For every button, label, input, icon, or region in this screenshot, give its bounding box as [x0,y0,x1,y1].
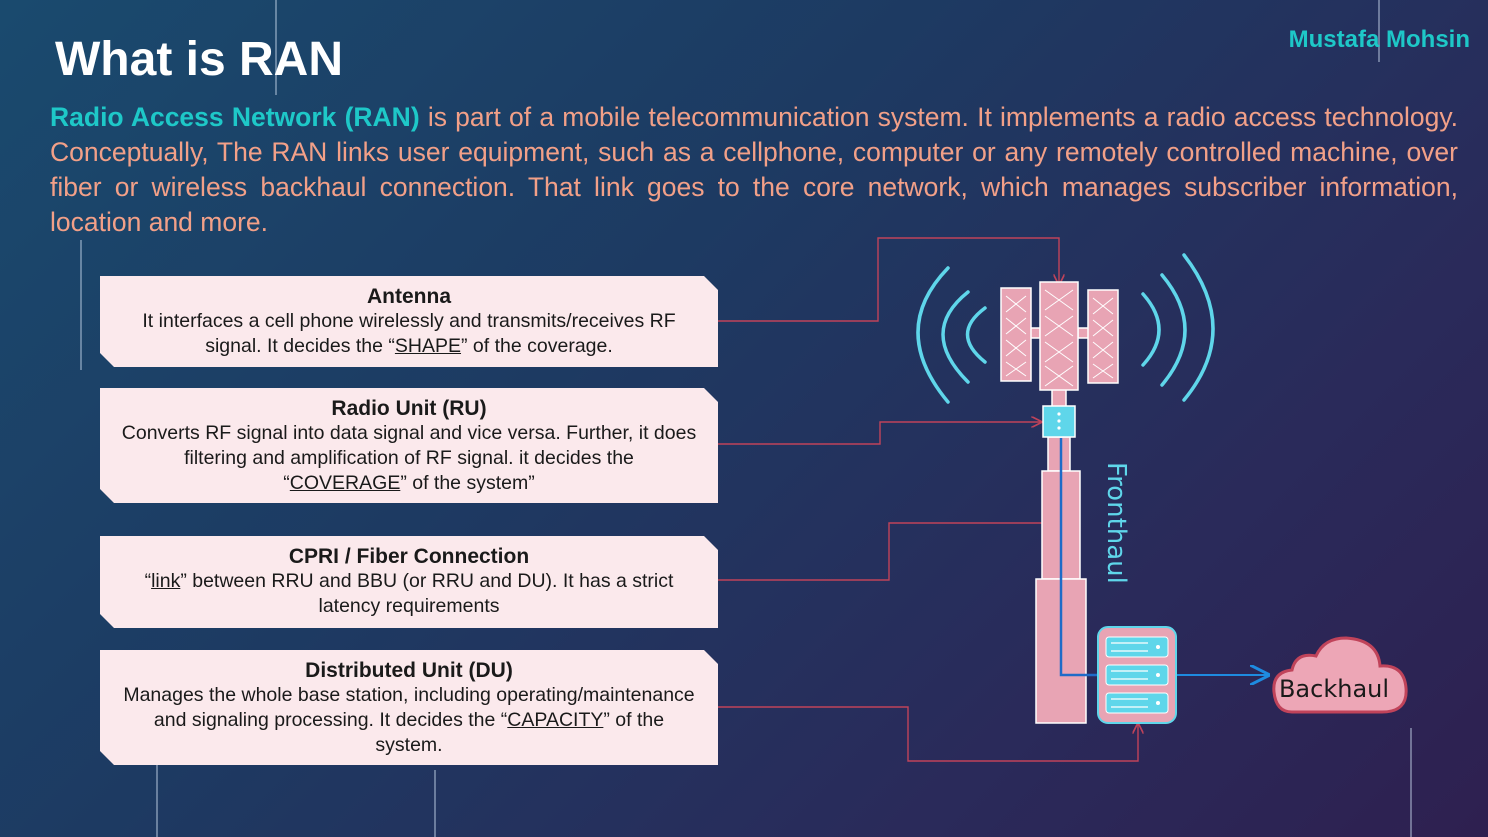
decor-line [1378,0,1380,62]
card-text: It interfaces a cell phone wirelessly an… [142,310,676,357]
decor-line [156,760,158,837]
decor-line [434,770,436,837]
intro-text: is part of a mobile telecommunication sy… [50,102,1458,237]
card-cpri: CPRI / Fiber Connection “link” between R… [100,536,718,628]
connector-cpri [718,523,1060,581]
card-body: Converts RF signal into data signal and … [100,421,718,496]
antenna-panel-icon [1039,281,1079,391]
card-keyword: SHAPE [394,335,462,357]
card-title: Radio Unit (RU) [331,397,487,420]
card-body: “link” between RRU and BBU (or RRU and D… [100,569,718,619]
card-text: “ [144,570,152,592]
card-text: ” of the system. [375,709,665,756]
intro-paragraph: Radio Access Network (RAN) is part of a … [50,100,1458,240]
decor-line [1410,728,1412,837]
fiber-line [1059,438,1100,677]
cloud-icon [1272,636,1408,714]
card-title: CPRI / Fiber Connection [288,545,530,568]
connector-antenna [718,237,1059,322]
intro-highlight: Radio Access Network (RAN) [50,102,420,132]
card-antenna: Antenna It interfaces a cell phone wirel… [100,276,718,367]
card-keyword: CAPACITY [507,709,604,731]
card-body: Manages the whole base station, includin… [100,683,718,758]
signal-wave-icon [916,253,1215,404]
card-radio-unit: Radio Unit (RU) Converts RF signal into … [100,388,718,503]
page-title: What is RAN [55,33,343,86]
card-keyword: link [151,570,181,592]
card-text: ” of the system” [400,472,535,494]
decor-line [275,0,277,95]
decor-line [80,240,82,370]
card-title: Distributed Unit (DU) [305,659,513,682]
card-title: Antenna [367,285,451,308]
backhaul-label: Backhaul [1279,675,1389,703]
card-text: Converts RF signal into data signal and … [121,422,697,494]
card-distributed-unit: Distributed Unit (DU) Manages the whole … [100,650,718,765]
card-text: ” between RRU and BBU (or RRU and DU). I… [180,570,674,617]
connector-du [718,706,1138,762]
card-body: It interfaces a cell phone wirelessly an… [100,309,718,359]
connector-radio-unit [718,422,1041,445]
server-rack-icon [1097,626,1177,724]
radio-unit-icon [1042,405,1076,438]
author-name: Mustafa Mohsin [1288,26,1470,53]
card-text: ” of the coverage. [461,335,613,357]
card-keyword: COVERAGE [289,472,401,494]
antenna-panel-icon [1000,287,1032,382]
card-text: Manages the whole base station, includin… [123,684,695,731]
antenna-panel-icon [1087,289,1119,384]
fronthaul-label: Fronthaul [1101,462,1131,584]
